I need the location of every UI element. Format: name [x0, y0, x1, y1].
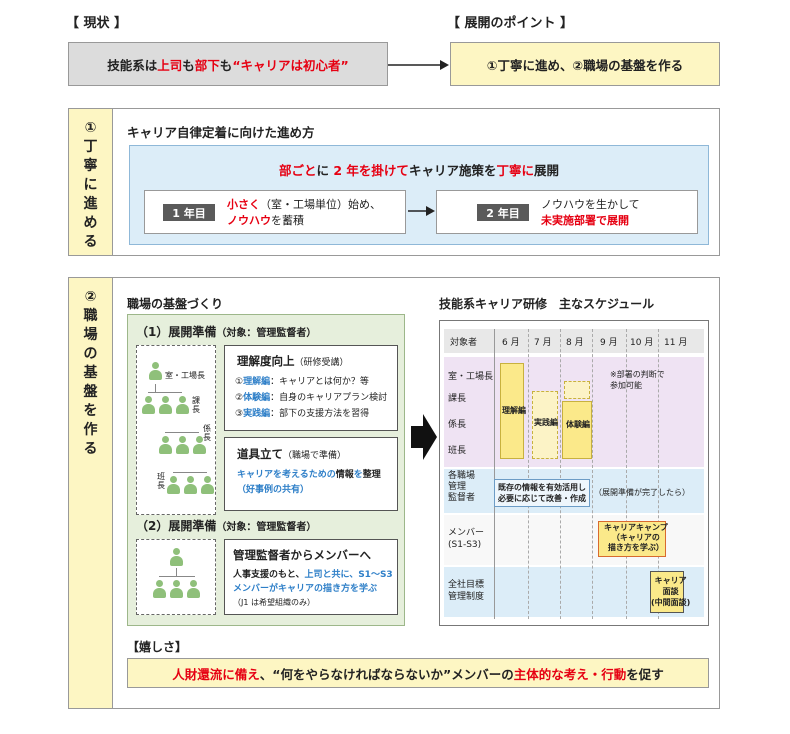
camp-label: キャリアキャンプ （キャリアの 描き方を学ぶ）	[604, 523, 668, 552]
prep2-title: （2）展開準備（対象：管理監督者）	[136, 519, 317, 533]
year1-tag: 1 年目	[163, 204, 215, 221]
org-label: 室・工場長	[165, 371, 205, 380]
month-label: 8 月	[566, 338, 584, 348]
current-status-box: 技能系は上司も部下も “キャリアは初心者”	[68, 42, 388, 86]
understanding-item: ③実践編：部下の支援方法を習得	[235, 409, 370, 419]
bar-label: 体験編	[566, 420, 590, 429]
org-chart-members	[136, 539, 216, 615]
person-icon	[193, 436, 206, 454]
tools-box: 道具立て（職場で準備） キャリアを考えるための情報を整理 （好事例の共有）	[224, 437, 398, 511]
row-label: メンバー (S1-S3)	[448, 528, 485, 550]
bar-experience	[562, 401, 592, 459]
month-label: 6 月	[502, 338, 520, 348]
header-target: 対象者	[450, 338, 478, 348]
note-existing: 既存の情報を有効活用し 必要に応じて改善・作成	[498, 483, 586, 503]
understanding-box: 理解度向上（研修受講） ①理解編：キャリアとは何か？等 ②体験編：自身のキャリア…	[224, 345, 398, 431]
year1-text: 小さく（室・工場単位）始め、 ノウハウを蓄積	[227, 198, 381, 227]
arrow-right-icon	[408, 206, 435, 216]
understanding-title: 理解度向上（研修受講）	[237, 354, 349, 368]
understanding-item: ①理解編：キャリアとは何か？等	[235, 377, 369, 387]
members-title: 管理監督者からメンバーへ	[233, 548, 371, 562]
understanding-item: ②体験編：自身のキャリアプラン検討	[235, 393, 388, 403]
foundation-panel: （1）展開準備（対象：管理監督者） 室・工場長 課長 係長 班長 理解度向上（研…	[127, 314, 405, 626]
person-icon	[170, 580, 183, 598]
person-icon	[187, 580, 200, 598]
arrow-right-icon	[411, 414, 437, 460]
person-icon	[159, 436, 172, 454]
person-icon	[170, 548, 183, 566]
person-icon	[149, 362, 162, 380]
bar-existing-info	[494, 479, 590, 507]
person-icon	[184, 476, 197, 494]
org-label: 班長	[157, 472, 165, 490]
org-label: 係長	[203, 424, 211, 442]
left-title: 職場の基盤づくり	[127, 297, 224, 311]
row-label: 課長	[448, 394, 467, 404]
year2-box: 2 年目 ノウハウを生かして 未実施部署で展開	[436, 190, 698, 234]
year2-text: ノウハウを生かして 未実施部署で展開	[541, 198, 640, 227]
arrow-right-icon	[388, 60, 449, 70]
note-dept: ※部署の判断で 参加可能	[610, 370, 665, 390]
bar-label: 理解編	[502, 406, 526, 415]
person-icon	[153, 580, 166, 598]
month-label: 11 月	[664, 338, 688, 348]
rollout-banner: 部ごとに 2 年を掛けてキャリア施策を丁寧に展開	[279, 163, 559, 178]
rollout-panel: 部ごとに 2 年を掛けてキャリア施策を丁寧に展開 1 年目 小さく（室・工場単位…	[129, 145, 709, 245]
note-after: （展開準備が完了したら）	[594, 488, 690, 497]
person-icon	[167, 476, 180, 494]
section1-title: キャリア自律定着に向けた進め方	[127, 125, 315, 140]
tools-text: キャリアを考えるための情報を整理 （好事例の共有）	[237, 470, 381, 495]
bar-label: 実践編	[534, 418, 558, 427]
bar-career-camp	[598, 521, 666, 557]
month-label: 9 月	[600, 338, 618, 348]
org-chart-managers: 室・工場長 課長 係長 班長	[136, 345, 216, 515]
person-icon	[176, 436, 189, 454]
org-label: 課長	[192, 396, 200, 414]
bar-interview	[650, 571, 684, 613]
schedule-title: 技能系キャリア研修 主なスケジュール	[439, 297, 655, 311]
points-label: 【 展開のポイント 】	[447, 16, 574, 31]
members-text: 人事支援のもと、上司と共に、S1～S3 メンバーがキャリアの描き方を学ぶ （J1…	[233, 570, 393, 607]
row-label: 全社目標 管理制度	[448, 580, 485, 602]
row-label: 係長	[448, 420, 467, 430]
joy-label: 【嬉しさ】	[127, 640, 188, 654]
row-label: 班長	[448, 446, 467, 456]
month-label: 7 月	[534, 338, 552, 348]
row-label: 各職場 管理 監督者	[448, 471, 476, 503]
prep1-title: （1）展開準備（対象：管理監督者）	[136, 325, 317, 339]
person-icon	[176, 396, 189, 414]
bar-practice	[532, 391, 558, 459]
current-label: 【 現状 】	[66, 16, 128, 31]
joy-box: 人財還流に備え、“何をやらなければならないか”メンバーの主体的な考え・行動を促す	[127, 658, 709, 688]
month-label: 10 月	[630, 338, 654, 348]
schedule-header	[444, 329, 704, 353]
interview-label: キャリア 面談 (中間面談)	[651, 576, 691, 607]
bar-understanding	[500, 363, 524, 459]
tools-title: 道具立て（職場で準備）	[237, 447, 347, 461]
person-icon	[159, 396, 172, 414]
row-label: 室・工場長	[448, 372, 494, 382]
members-box: 管理監督者からメンバーへ 人事支援のもと、上司と共に、S1～S3 メンバーがキャ…	[224, 539, 398, 615]
person-icon	[201, 476, 214, 494]
person-icon	[142, 396, 155, 414]
year1-box: 1 年目 小さく（室・工場単位）始め、 ノウハウを蓄積	[144, 190, 406, 234]
year2-tag: 2 年目	[477, 204, 529, 221]
bar-experience-optional	[564, 381, 590, 399]
understanding-list: ①理解編：キャリアとは何か？等 ②体験編：自身のキャリアプラン検討 ③実践編：部…	[235, 374, 387, 422]
schedule-table: 対象者 6 月 7 月 8 月 9 月 10 月 11 月 室・工場長 課長 係…	[439, 320, 709, 626]
points-box: ①丁寧に進め、②職場の基盤を作る	[450, 42, 720, 86]
